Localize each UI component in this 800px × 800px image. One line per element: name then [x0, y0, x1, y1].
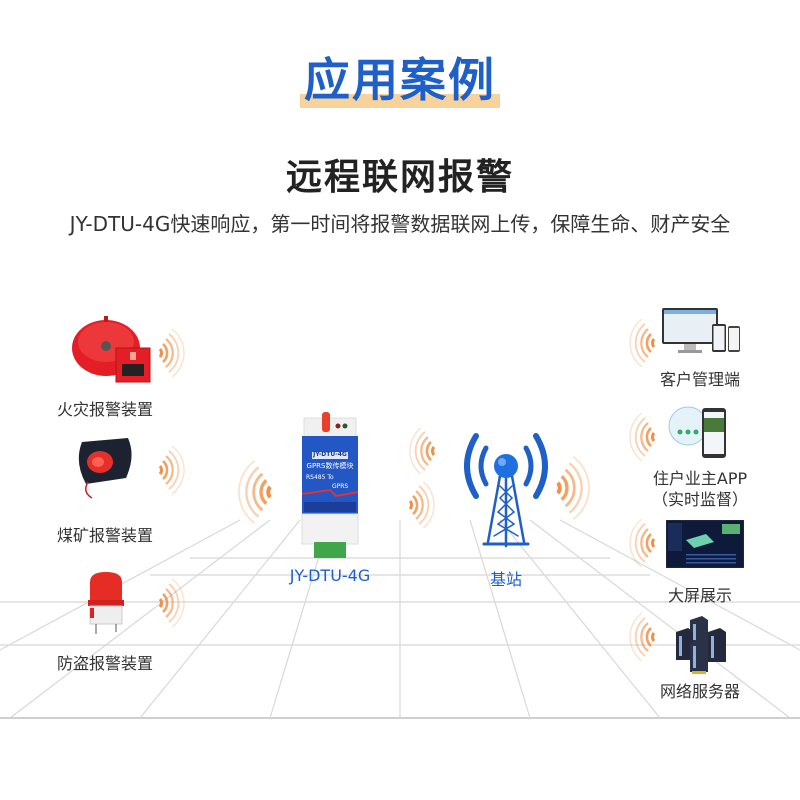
- signal-wave-icon: [628, 518, 656, 568]
- mobile-app-icon: [668, 406, 726, 458]
- signal-wave-icon: [628, 412, 656, 462]
- fire-alarm-bell-icon: [72, 316, 151, 383]
- base-station-tower-icon: [464, 433, 548, 548]
- rotating-beacon-icon: [88, 572, 124, 634]
- section-title: 应用案例: [300, 50, 500, 110]
- subtitle: 远程联网报警: [285, 157, 514, 198]
- signal-wave-icon: [628, 612, 656, 662]
- description: JY-DTU-4G快速响应，第一时间将报警数据联网上传，保障生命、财产安全: [69, 212, 731, 236]
- desktop-mobile-icon: [662, 308, 740, 353]
- dtu-label: JY-DTU-4G: [289, 566, 371, 585]
- signal-wave-icon: [158, 444, 186, 496]
- signal-wave-icon: [408, 428, 436, 474]
- device-label-fire: 火灾报警装置: [56, 400, 153, 419]
- signal-wave-icon: [628, 318, 656, 368]
- endpoint-label-screen: 大屏展示: [667, 586, 732, 605]
- signal-wave-icon: [555, 454, 591, 522]
- section-title-wrap: 应用案例: [0, 50, 800, 110]
- dtu-model-text: JY-DTU-4G: [313, 451, 347, 458]
- signal-wave-icon: [158, 577, 186, 629]
- dtu-device-icon: [301, 412, 359, 558]
- large-screen-dashboard-icon: [666, 520, 744, 568]
- signal-wave-icon: [237, 458, 273, 526]
- dtu-rs485-text: RS485 To: [306, 474, 334, 481]
- dtu-gprs-text: GPRS: [332, 483, 349, 490]
- signal-wave-icon: [408, 482, 436, 528]
- base-station-label: 基站: [489, 570, 522, 589]
- endpoint-label-server: 网络服务器: [659, 682, 740, 701]
- endpoint-label-client: 客户管理端: [659, 370, 740, 389]
- endpoint-label-app: 住户业主APP: [652, 469, 748, 488]
- siren-horn-icon: [78, 438, 132, 499]
- device-label-theft: 防盗报警装置: [56, 654, 153, 673]
- signal-wave-icon: [158, 327, 186, 379]
- dtu-module-text: GPRS数传模块: [306, 462, 354, 470]
- dtu-device: JY-DTU-4G GPRS数传模块 RS485 To GPRS: [300, 412, 360, 562]
- endpoint-sublabel-app: （实时监督）: [651, 490, 748, 509]
- device-label-coal: 煤矿报警装置: [56, 526, 153, 545]
- server-rack-icon: [676, 616, 726, 674]
